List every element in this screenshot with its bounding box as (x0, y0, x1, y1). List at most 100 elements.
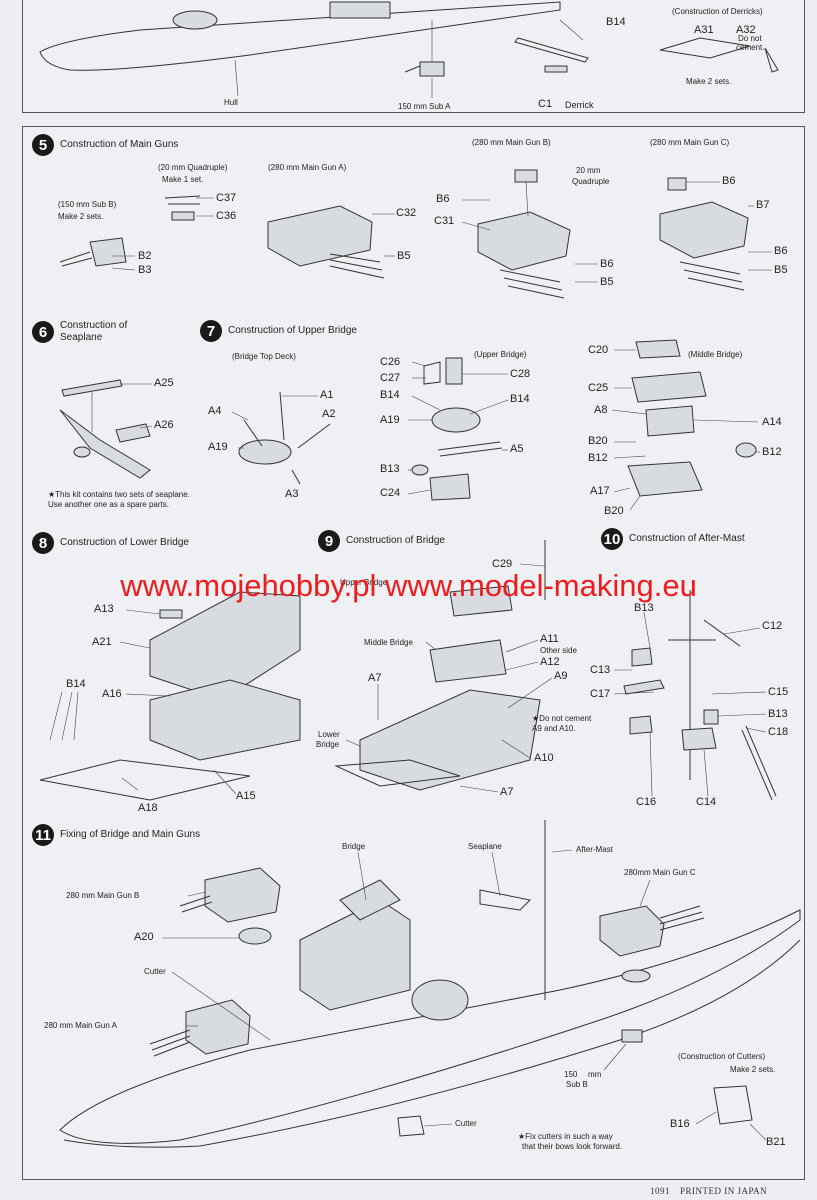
watermark: www.mojehobby.pl www.model-making.eu (120, 568, 697, 603)
label-b5-gun-b: B5 (600, 276, 614, 288)
make-2-sets-cutters: Make 2 sets. (730, 1065, 776, 1074)
quad-mount-drawing (164, 195, 214, 221)
label-a2: A2 (322, 408, 336, 420)
bridge-assembly-drawing (334, 540, 553, 793)
step-5-title: Construction of Main Guns (60, 139, 179, 150)
cutters-title: (Construction of Cutters) (678, 1052, 766, 1061)
label-b6-gun-c-top: B6 (722, 175, 736, 187)
do-not-cement-note-1: ★Do not cement (532, 714, 592, 723)
label-b12-middle-a: B12 (588, 452, 608, 464)
cutter-note-1: ★Fix cutters in such a way (518, 1132, 613, 1141)
label-b20-middle-a: B20 (588, 435, 608, 447)
label-a8: A8 (594, 404, 608, 416)
label-a26: A26 (154, 419, 174, 431)
step-8-heading: 8 Construction of Lower Bridge (32, 532, 189, 554)
label-a3: A3 (285, 488, 299, 500)
label-c32: C32 (396, 207, 417, 219)
battleship-drawing (59, 820, 801, 1148)
label-c24: C24 (380, 487, 401, 499)
cutter-note-2: that their bows look forward. (522, 1142, 623, 1151)
step-11-number: 11 (32, 824, 54, 846)
sub-b-title: (150 mm Sub B) (58, 200, 117, 209)
label-c15: C15 (768, 686, 789, 698)
label-c29: C29 (492, 558, 513, 570)
step-6-title: Construction of Seaplane (60, 320, 128, 343)
upper-bridge-drawing (407, 357, 509, 501)
label-a10: A10 (534, 752, 554, 764)
label-sub-a: 150 mm Sub A (398, 102, 451, 111)
label-b2: B2 (138, 250, 152, 262)
lower-bridge-label-2: Bridge (316, 740, 340, 749)
footer-printed: PRINTED IN JAPAN (680, 1186, 768, 1196)
label-hull: Hull (224, 98, 238, 107)
gun-b-drawing (461, 169, 598, 299)
label-c28: C28 (510, 368, 531, 380)
label-cutter-detail: Cutter (455, 1119, 477, 1128)
seaplane-note-2: Use another one as a spare parts. (48, 500, 169, 509)
step-10-heading: 10 Construction of After-Mast (601, 528, 745, 550)
lower-bridge-drawing (39, 591, 301, 801)
gun-b-title: (280 mm Main Gun B) (472, 138, 551, 147)
step-8-title: Construction of Lower Bridge (60, 537, 189, 548)
label-a4: A4 (208, 405, 222, 417)
gun-a-title: (280 mm Main Gun A) (268, 163, 347, 172)
label-gun-a-ship: 280 mm Main Gun A (44, 1021, 117, 1030)
label-c17: C17 (590, 688, 611, 700)
label-a25: A25 (154, 377, 174, 389)
gun-a-drawing (267, 205, 395, 279)
other-side-note: Other side (540, 646, 577, 655)
make-1-set: Make 1 set. (162, 175, 204, 184)
step-6-heading: 6 Construction of Seaplane (32, 320, 127, 344)
label-a13: A13 (94, 603, 114, 615)
step-11-title: Fixing of Bridge and Main Guns (60, 829, 201, 840)
label-b14-upper-b: B14 (510, 393, 530, 405)
label-a31: A31 (694, 24, 714, 36)
label-a14: A14 (762, 416, 782, 428)
seaplane-note-1: ★This kit contains two sets of seaplane. (48, 490, 190, 499)
label-a16: A16 (102, 688, 122, 700)
label-a20: A20 (134, 931, 154, 943)
top-deck-title: (Bridge Top Deck) (232, 352, 296, 361)
label-c16: C16 (636, 796, 657, 808)
label-a21: A21 (92, 636, 112, 648)
step-8-number: 8 (32, 532, 54, 554)
label-c25: C25 (588, 382, 609, 394)
label-b14-lower: B14 (66, 678, 86, 690)
label-a11: A11 (540, 633, 559, 645)
label-a5: A5 (510, 443, 524, 455)
upper-bridge-label: Upper Bridge (340, 578, 388, 587)
gun-c-drawing (659, 177, 772, 291)
quad-title: (20 mm Quadruple) (158, 163, 228, 172)
label-c12: C12 (762, 620, 783, 632)
label-c37: C37 (216, 192, 237, 204)
sub-a-drawing (404, 20, 445, 98)
label-b7: B7 (756, 199, 770, 211)
middle-bridge-title: (Middle Bridge) (688, 350, 743, 359)
label-b21: B21 (766, 1136, 786, 1148)
label-a17: A17 (590, 485, 610, 497)
label-b14-upper-a: B14 (380, 389, 400, 401)
label-b14: B14 (606, 16, 626, 28)
derrick-parts-drawing (659, 37, 779, 73)
upper-bridge-title: (Upper Bridge) (474, 350, 527, 359)
label-c13: C13 (590, 664, 611, 676)
label-b5-gun-c: B5 (774, 264, 788, 276)
label-20mm: 20 mm (576, 166, 601, 175)
label-c18: C18 (768, 726, 789, 738)
label-b16: B16 (670, 1118, 690, 1130)
sub-b-drawing (59, 237, 136, 271)
make-2-sets-sub-b: Make 2 sets. (58, 212, 104, 221)
step-9-title: Construction of Bridge (346, 535, 445, 546)
step-6-number: 6 (32, 321, 54, 343)
label-c20: C20 (588, 344, 609, 356)
label-cutter-ship: Cutter (144, 967, 166, 976)
label-a18: A18 (138, 802, 158, 814)
derrick-drawing (514, 19, 589, 73)
step-7-number: 7 (200, 320, 222, 342)
label-b20-middle-b: B20 (604, 505, 624, 517)
make-2-sets-derricks: Make 2 sets. (686, 77, 732, 86)
label-gun-b-ship: 280 mm Main Gun B (66, 891, 140, 900)
gun-c-title: (280 mm Main Gun C) (650, 138, 730, 147)
seaplane-drawing (59, 379, 153, 479)
do-not-note: Do not (738, 34, 762, 43)
